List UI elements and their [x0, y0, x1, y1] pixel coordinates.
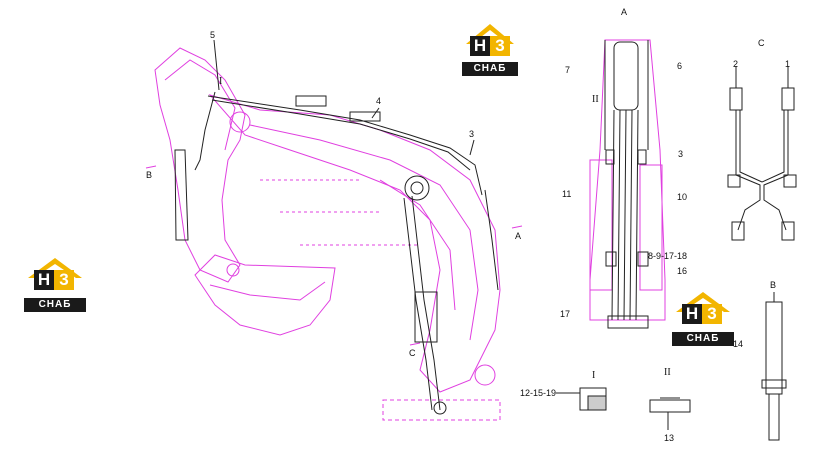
view-title-b: B	[770, 280, 777, 290]
logo-right: H 3 СНАБ	[672, 290, 734, 346]
logo-badge: СНАБ	[24, 298, 86, 312]
view-c	[727, 66, 797, 241]
view-label-i-detail: I	[592, 370, 596, 381]
logo-h: H	[34, 270, 54, 290]
view-arrows	[145, 165, 523, 346]
view-b	[761, 292, 787, 441]
callout-8-9-17-18: 8-9-17-18	[648, 251, 688, 261]
callout-2: 2	[733, 59, 739, 69]
view-title-c: C	[758, 38, 765, 48]
top-view-lines	[604, 40, 649, 329]
logo-3: 3	[54, 270, 74, 290]
boom-arm-side-view	[154, 47, 501, 421]
callout-1: 1	[785, 59, 791, 69]
logo-3: 3	[702, 304, 722, 324]
view-arrow-a: A	[515, 231, 522, 241]
callout-16: 16	[677, 266, 688, 276]
callout-7: 7	[565, 65, 571, 75]
callout-10: 10	[677, 192, 688, 202]
view-arrow-c: C	[409, 348, 416, 358]
top-view	[589, 39, 666, 321]
view-label-i-main: I	[219, 76, 223, 87]
callout-11: 11	[562, 189, 572, 199]
logo-mark: H 3	[34, 270, 74, 290]
logo-mark: H 3	[682, 304, 722, 324]
detail-views	[556, 387, 691, 430]
view-title-a: A	[621, 7, 628, 17]
callout-17: 17	[560, 309, 571, 319]
callout-3b: 3	[678, 149, 684, 159]
logo-badge: СНАБ	[462, 62, 518, 76]
logo-h: H	[682, 304, 702, 324]
callout-3: 3	[469, 129, 475, 139]
logo-left: H 3 СНАБ	[24, 256, 86, 312]
logo-top: H 3 СНАБ	[462, 22, 518, 76]
view-arrow-b: B	[146, 170, 153, 180]
callout-14: 14	[733, 339, 744, 349]
callout-13: 13	[664, 433, 675, 443]
callout-12-15-19: 12-15-19	[520, 388, 557, 398]
callout-6: 6	[677, 61, 683, 71]
callout-5: 5	[210, 30, 216, 40]
logo-h: H	[470, 36, 490, 56]
logo-3: 3	[490, 36, 510, 56]
callout-4: 4	[376, 96, 382, 106]
logo-badge: СНАБ	[672, 332, 734, 346]
logo-mark: H 3	[470, 36, 510, 56]
view-label-ii-detail: II	[664, 367, 671, 378]
hydraulic-lines	[174, 39, 499, 415]
view-label-ii-main: II	[592, 94, 599, 105]
